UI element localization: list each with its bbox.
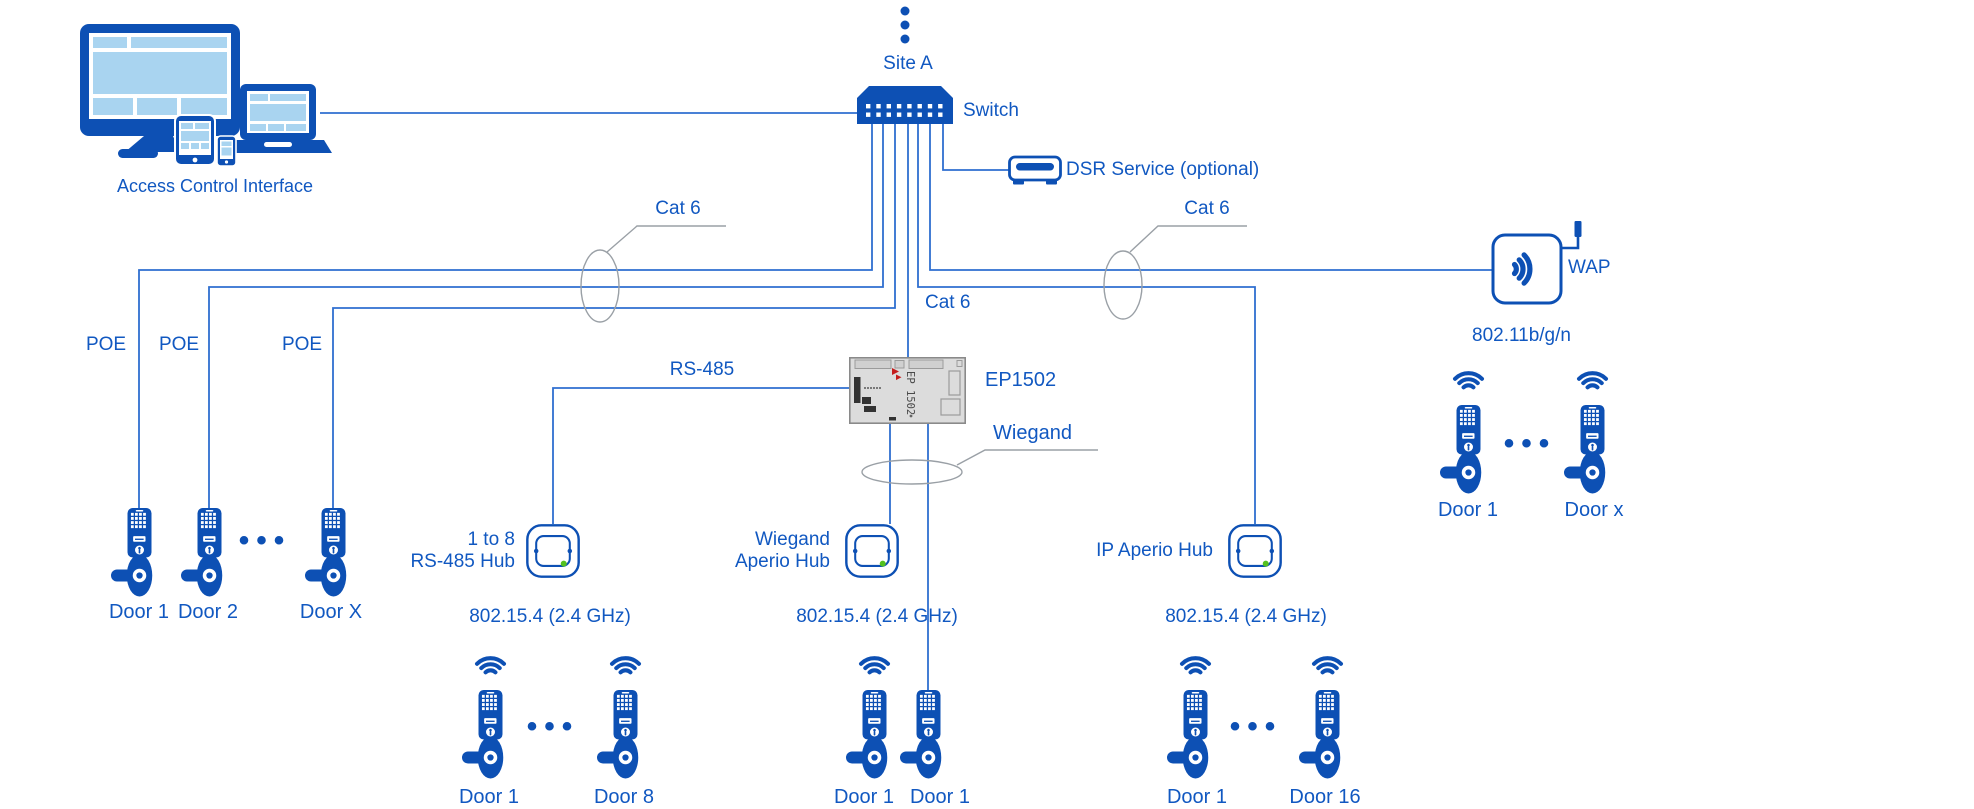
door-ellipsis: •••: [1229, 710, 1283, 743]
door-lock-icon: [1440, 405, 1485, 495]
ip-hub-freq-label: 802.15.4 (2.4 GHz): [1165, 606, 1327, 627]
dsr-label: DSR Service (optional): [1066, 159, 1260, 180]
ep1502-board-icon: EP 1502: [849, 357, 966, 424]
site-label: Site A: [883, 53, 933, 74]
door-label: Door 8: [593, 786, 655, 808]
wiegand-callout: [861, 449, 1098, 485]
door-lock-icon: [846, 690, 891, 780]
wiegand-label: Wiegand: [993, 422, 1072, 444]
door-lock-icon: [111, 508, 156, 598]
wap-protocol-label: 802.11b/g/n: [1472, 325, 1571, 346]
door-label: Door 1: [108, 601, 170, 623]
door-lock-icon: [1299, 690, 1344, 780]
cat6-center-label: Cat 6: [925, 292, 971, 313]
switch-icon: [857, 86, 953, 124]
access-control-devices-icon: [80, 24, 332, 167]
door-lock-icon: [462, 690, 507, 780]
cat6-callout-right: [1103, 225, 1247, 320]
continuation-dots-icon: [900, 6, 910, 44]
wifi-icon: [468, 652, 513, 678]
door-label: Door 1: [1437, 499, 1499, 521]
wifi-icon: [1173, 652, 1218, 678]
door-label: Door X: [299, 601, 363, 623]
wifi-icon: [603, 652, 648, 678]
wifi-icon: [852, 652, 897, 678]
wiegand-hub-freq-label: 802.15.4 (2.4 GHz): [796, 606, 958, 627]
door-lock-icon: [900, 690, 945, 780]
wifi-icon: [1570, 367, 1615, 393]
board-silkscreen-text: EP 1502: [904, 371, 916, 415]
door-lock-icon: [1167, 690, 1212, 780]
door-ellipsis: •••: [238, 524, 292, 557]
door-label: Door 2: [177, 601, 239, 623]
door-lock-icon: [597, 690, 642, 780]
cat6-left-label: Cat 6: [655, 198, 701, 219]
door-label: Door 1: [1166, 786, 1228, 808]
wifi-icon: [1305, 652, 1350, 678]
rs485-hub-freq-label: 802.15.4 (2.4 GHz): [469, 606, 631, 627]
wiegand-hub-label: Wiegand Aperio Hub: [734, 529, 830, 572]
dsr-service-icon: [1008, 155, 1062, 185]
door-label: Door x: [1564, 499, 1624, 521]
wap-label: WAP: [1568, 257, 1611, 278]
door-lock-icon: [181, 508, 226, 598]
poe-label-2: POE: [158, 334, 200, 355]
poe-label-3: POE: [281, 334, 323, 355]
rs485-hub-icon: [525, 523, 581, 579]
switch-label: Switch: [963, 100, 1019, 121]
rs485-hub-label: 1 to 8 RS-485 Hub: [410, 529, 515, 572]
ep1502-label: EP1502: [985, 369, 1057, 391]
door-label: Door 1: [909, 786, 971, 808]
rs485-label: RS-485: [669, 359, 735, 380]
door-ellipsis: •••: [1503, 427, 1557, 460]
door-lock-icon: [1564, 405, 1609, 495]
wifi-icon: [1446, 367, 1491, 393]
wap-icon: [1491, 221, 1582, 305]
door-label: Door 16: [1289, 786, 1361, 808]
ip-hub-label: IP Aperio Hub: [1096, 540, 1213, 561]
wiegand-hub-icon: [844, 523, 900, 579]
door-label: Door 1: [833, 786, 895, 808]
door-ellipsis: •••: [526, 710, 580, 743]
cat6-right-label: Cat 6: [1184, 198, 1230, 219]
ip-hub-icon: [1227, 523, 1283, 579]
poe-label-1: POE: [85, 334, 127, 355]
door-label: Door 1: [458, 786, 520, 808]
door-lock-icon: [305, 508, 350, 598]
cat6-callout-left: [580, 225, 726, 323]
access-interface-label: Access Control Interface: [116, 176, 314, 196]
